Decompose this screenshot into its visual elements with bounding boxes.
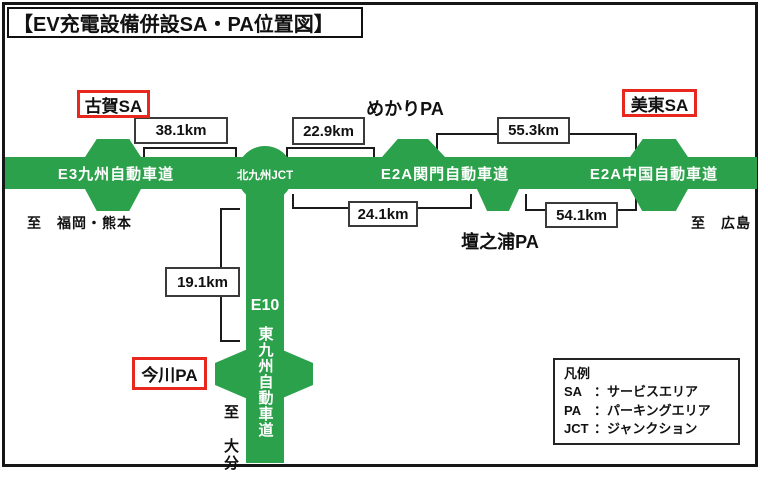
legend-item-sa: SA ：サービスエリア bbox=[564, 383, 729, 401]
legend-label-pa: ：パーキングエリア bbox=[594, 402, 711, 418]
chugoku-expressway-label: E2A中国自動車道 bbox=[589, 165, 719, 183]
mekari-pa-label: めかりPA bbox=[366, 99, 444, 119]
bracket-koga-jct bbox=[143, 147, 237, 157]
mito-sa-label: 美東SA bbox=[622, 89, 697, 117]
distance-box-koga-jct: 38.1km bbox=[134, 117, 228, 144]
legend-title: 凡例 bbox=[564, 366, 591, 381]
e10-higashikyushu-expressway-label: 東九州自動車道 bbox=[256, 326, 274, 438]
page-title-text: 【EV充電設備併設SA・PA位置図】 bbox=[13, 14, 334, 36]
kitakyushu-jct-node bbox=[237, 146, 293, 202]
page-title: 【EV充電設備併設SA・PA位置図】 bbox=[7, 7, 363, 38]
imagawa-pa-marker bbox=[215, 350, 313, 398]
legend-label-sa: ：サービスエリア bbox=[594, 384, 699, 400]
outer-border bbox=[2, 2, 758, 467]
vertical-highway-band bbox=[246, 174, 284, 463]
legend-abbr-pa: PA bbox=[564, 402, 582, 418]
koga-sa-label: 古賀SA bbox=[77, 90, 150, 118]
mito-sa-marker-bottom bbox=[630, 189, 688, 211]
direction-oita: 至 大分 bbox=[222, 404, 239, 472]
dannoura-pa-marker bbox=[477, 189, 519, 211]
bracket-jct-mekari bbox=[286, 147, 375, 157]
distance-box-dannoura-mito: 54.1km bbox=[545, 202, 618, 228]
legend-abbr-jct: JCT bbox=[564, 421, 589, 437]
distance-box-jct-mekari: 22.9km bbox=[292, 117, 365, 145]
distance-box-mekari-mito: 55.3km bbox=[497, 117, 570, 144]
imagawa-pa-label: 今川PA bbox=[132, 357, 207, 390]
kitakyushu-jct-label: 北九州JCT bbox=[236, 170, 294, 182]
direction-hiroshima: 至 広島 bbox=[691, 215, 751, 231]
distance-box-jct-imagawa: 19.1km bbox=[165, 267, 240, 297]
mekari-pa-marker bbox=[382, 139, 445, 157]
legend-abbr-sa: SA bbox=[564, 384, 583, 400]
legend-item-pa: PA ：パーキングエリア bbox=[564, 402, 729, 420]
legend-item-jct: JCT ：ジャンクション bbox=[564, 420, 729, 438]
dannoura-pa-label: 壇之浦PA bbox=[461, 232, 539, 252]
e3-kyushu-expressway-label: E3九州自動車道 bbox=[57, 165, 175, 183]
distance-box-jct-dannoura: 24.1km bbox=[348, 201, 418, 227]
legend-label-jct: ：ジャンクション bbox=[594, 421, 698, 437]
mito-sa-marker-top bbox=[630, 139, 688, 157]
direction-fukuoka-kumamoto: 至 福岡・熊本 bbox=[27, 215, 132, 231]
koga-sa-marker-bottom bbox=[85, 189, 141, 211]
horizontal-highway-band bbox=[5, 157, 757, 189]
koga-sa-marker-top bbox=[85, 139, 141, 157]
e10-route-code-label: E10 bbox=[250, 297, 280, 314]
kanmon-expressway-label: E2A関門自動車道 bbox=[380, 165, 510, 183]
legend-box: 凡例 SA ：サービスエリア PA ：パーキングエリア JCT ：ジャンクション bbox=[553, 358, 740, 445]
